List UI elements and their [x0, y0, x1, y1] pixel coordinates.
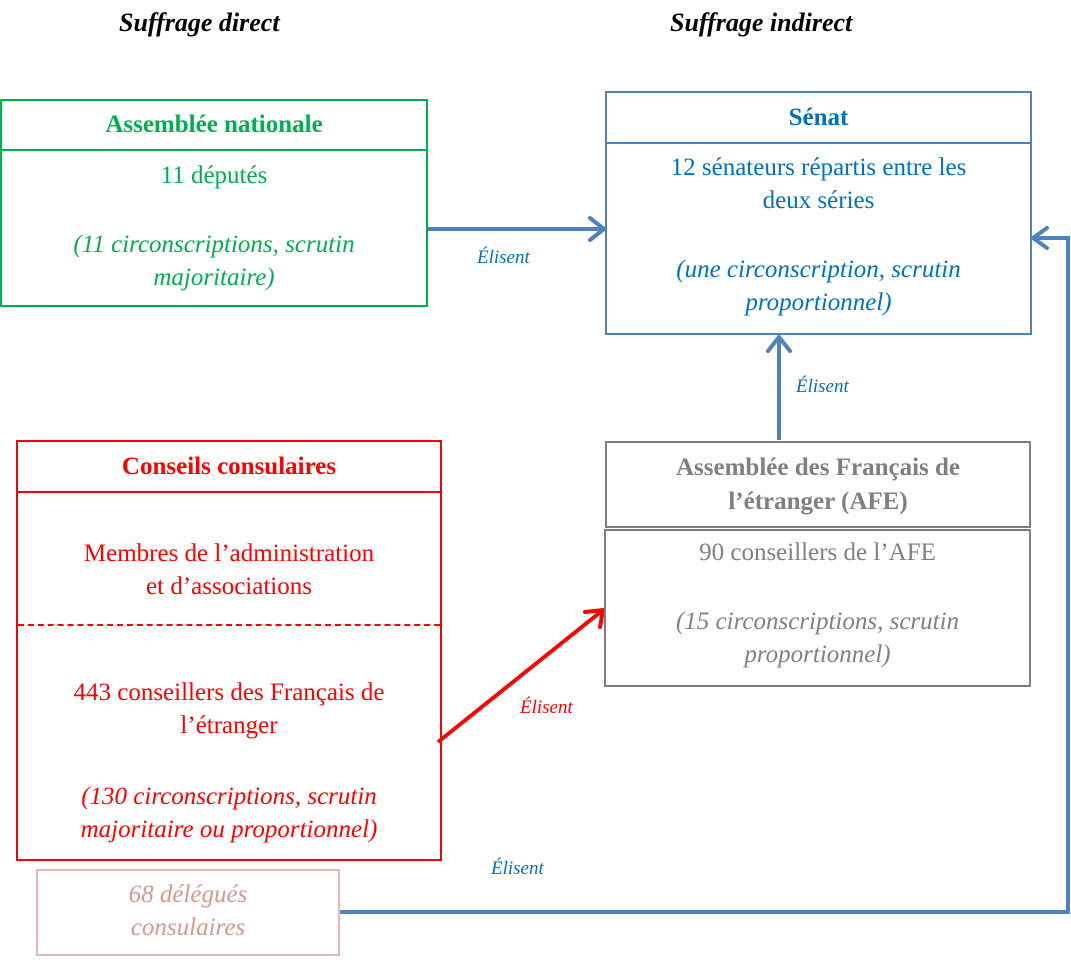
afe-content-box: 90 conseillers de l’AFE (15 circonscript… [604, 529, 1031, 687]
heading-suffrage-indirect: Suffrage indirect [670, 8, 853, 37]
conseils-detail-2: majoritaire ou proportionnel) [80, 816, 378, 843]
assemblee-nationale-count: 11 députés [160, 162, 268, 189]
afe-detail-1: (15 circonscriptions, scrutin [675, 608, 960, 635]
delegues-line-1: 68 délégués [128, 881, 248, 908]
delegues-line-2: consulaires [130, 914, 246, 941]
assemblee-nationale-title: Assemblée nationale [2, 101, 426, 151]
assemblee-nationale-box: Assemblée nationale 11 députés (11 circo… [0, 99, 428, 307]
arrow-afe-to-senat [766, 335, 792, 440]
senat-title: Sénat [607, 93, 1030, 144]
arrow-an-to-senat [427, 216, 606, 242]
afe-title-box: Assemblée des Français de l’étranger (AF… [605, 441, 1031, 528]
conseils-count-1: 443 conseillers des Français de [73, 679, 385, 706]
senat-count-2: deux séries [762, 187, 875, 214]
afe-detail-2: proportionnel) [744, 641, 891, 668]
edge-label-conseils-afe: Élisent [520, 697, 573, 718]
heading-suffrage-direct: Suffrage direct [119, 8, 280, 37]
conseils-members-section: Membres de l’administration et d’associa… [18, 493, 440, 626]
conseils-count-section: 443 conseillers des Français de l’étrang… [18, 626, 440, 846]
arrow-conseils-to-afe [436, 608, 605, 744]
senat-detail-2: proportionnel) [745, 289, 892, 316]
afe-title-2: l’étranger (AFE) [728, 487, 908, 515]
edge-label-an-senat: Élisent [477, 247, 530, 268]
conseils-members-2: et d’associations [146, 573, 312, 600]
assemblee-nationale-detail-1: (11 circonscriptions, scrutin [73, 231, 355, 258]
conseils-consulaires-box: Conseils consulaires Membres de l’admini… [16, 440, 442, 861]
edge-label-afe-senat: Élisent [796, 376, 849, 397]
delegues-consulaires-box: 68 délégués consulaires [36, 869, 340, 956]
afe-title: Assemblée des Français de l’étranger (AF… [607, 443, 1029, 526]
senat-box: Sénat 12 sénateurs répartis entre les de… [605, 91, 1032, 335]
edge-label-delegues-senat: Élisent [491, 858, 544, 879]
conseils-count-2: l’étranger [180, 712, 278, 739]
conseils-members-1: Membres de l’administration [83, 540, 375, 567]
assemblee-nationale-detail-2: majoritaire) [153, 264, 275, 291]
senat-count-1: 12 sénateurs répartis entre les [670, 154, 967, 181]
conseils-consulaires-title: Conseils consulaires [18, 442, 440, 493]
afe-title-1: Assemblée des Français de [676, 453, 960, 481]
afe-count: 90 conseillers de l’AFE [699, 539, 936, 566]
senat-detail-1: (une circonscription, scrutin [676, 256, 961, 283]
conseils-detail-1: (130 circonscriptions, scrutin [81, 783, 377, 810]
